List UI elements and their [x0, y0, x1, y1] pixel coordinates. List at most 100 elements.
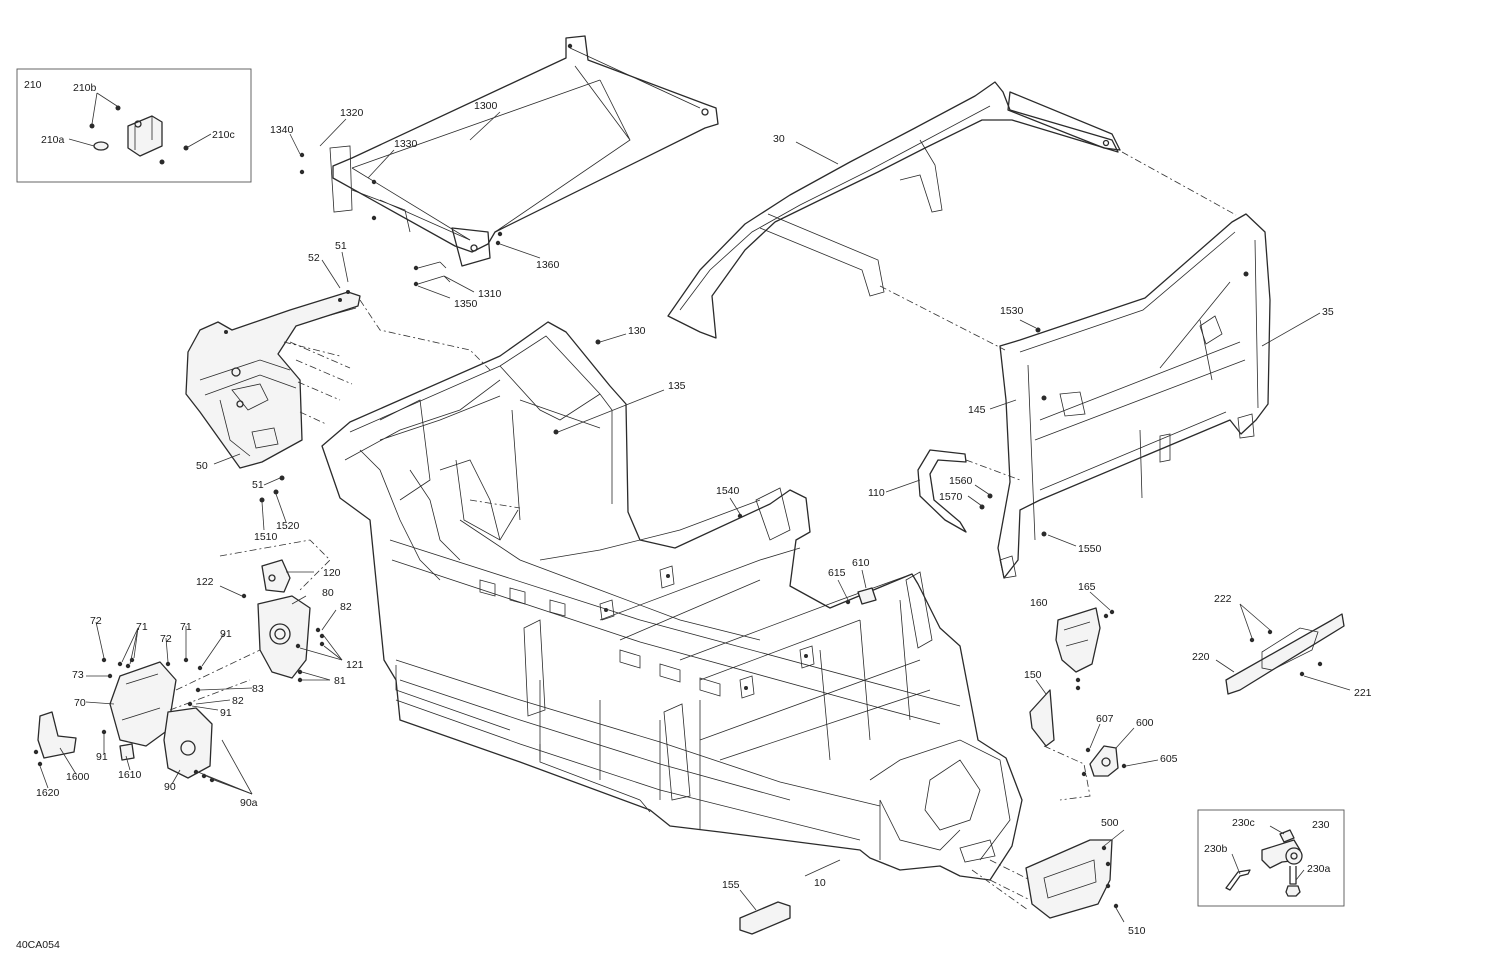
- callout-510: 510: [1128, 925, 1146, 937]
- callout-230c: 230c: [1232, 817, 1255, 829]
- callout-82-top: 82: [340, 601, 352, 613]
- callout-72-left: 72: [90, 615, 102, 627]
- callout-51-low: 51: [252, 479, 264, 491]
- part-70-bracket: [109, 661, 177, 747]
- callout-1300: 1300: [474, 100, 498, 112]
- callout-605: 605: [1160, 753, 1178, 765]
- callout-500: 500: [1101, 817, 1119, 829]
- callout-135: 135: [668, 380, 686, 392]
- callout-73: 73: [72, 669, 84, 681]
- part-210-bracket: [127, 115, 163, 157]
- part-500-skid-plate: [971, 829, 1125, 923]
- callout-52: 52: [308, 252, 320, 264]
- callout-1520: 1520: [276, 520, 300, 532]
- part-35-rear-rops: [989, 213, 1321, 579]
- part-1300-subframe: [289, 35, 719, 299]
- callout-615: 615: [828, 567, 846, 579]
- callout-30: 30: [773, 133, 785, 145]
- callout-35: 35: [1322, 306, 1334, 318]
- callout-150: 150: [1024, 669, 1042, 681]
- part-120-bracket: [261, 559, 291, 593]
- callout-230a: 230a: [1307, 863, 1331, 875]
- diagram-reference: 40CA054: [16, 939, 60, 951]
- front-left-brackets: [33, 539, 343, 795]
- callout-71-a: 71: [136, 621, 148, 633]
- callout-210b: 210b: [73, 82, 97, 94]
- callout-1540: 1540: [716, 485, 740, 497]
- callout-222: 222: [1214, 593, 1232, 605]
- callout-221: 221: [1354, 687, 1372, 699]
- callout-1310: 1310: [478, 288, 502, 300]
- part-220-hitch-bracket: [1215, 603, 1351, 695]
- callout-83: 83: [252, 683, 264, 695]
- callout-91-low: 91: [96, 751, 108, 763]
- callout-110: 110: [868, 487, 885, 499]
- callout-122: 122: [196, 576, 214, 588]
- callout-1550: 1550: [1078, 543, 1102, 555]
- callout-71-b: 71: [180, 621, 192, 633]
- inset-frame-210: [16, 68, 252, 183]
- callout-600: 600: [1136, 717, 1154, 729]
- part-155-shield: [739, 901, 791, 935]
- callout-90: 90: [164, 781, 176, 793]
- callout-50: 50: [196, 460, 208, 472]
- callout-70: 70: [74, 697, 86, 709]
- callout-1510: 1510: [254, 531, 278, 543]
- part-210a-nut: [93, 141, 109, 151]
- part-610-grommet: [857, 587, 877, 605]
- callout-1360: 1360: [536, 259, 560, 271]
- center-small-parts: [729, 497, 877, 605]
- callout-1600: 1600: [66, 771, 90, 783]
- callout-1320: 1320: [340, 107, 364, 119]
- callout-160: 160: [1030, 597, 1048, 609]
- callout-10: 10: [814, 877, 826, 889]
- callout-labels: 210 210b 210a 210c 1300 1320 1340 1330 1…: [16, 79, 1372, 951]
- callout-1350: 1350: [454, 298, 478, 310]
- callout-1570: 1570: [939, 491, 963, 503]
- part-1600-bracket: [37, 711, 77, 759]
- callout-51-top: 51: [335, 240, 347, 252]
- callout-72-right: 72: [160, 633, 172, 645]
- part-160-panel: [1055, 607, 1101, 673]
- callout-91-mid: 91: [220, 707, 232, 719]
- callout-1530: 1530: [1000, 305, 1024, 317]
- callout-210a: 210a: [41, 134, 65, 146]
- part-10-main-frame: [321, 321, 1023, 881]
- callout-121: 121: [346, 659, 364, 671]
- callout-81: 81: [334, 675, 346, 687]
- callout-230b: 230b: [1204, 843, 1228, 855]
- callout-220: 220: [1192, 651, 1210, 663]
- callout-1330: 1330: [394, 138, 418, 150]
- callout-165: 165: [1078, 581, 1096, 593]
- part-600-bracket: [1089, 745, 1119, 777]
- rear-side-parts: [1029, 591, 1159, 801]
- part-150-plate: [1029, 689, 1055, 747]
- callout-1620: 1620: [36, 787, 60, 799]
- inset-230: [1197, 809, 1345, 907]
- callout-82-low: 82: [232, 695, 244, 707]
- callout-230: 230: [1312, 819, 1330, 831]
- callout-1560: 1560: [949, 475, 973, 487]
- callout-155: 155: [722, 879, 740, 891]
- callout-1340: 1340: [270, 124, 294, 136]
- part-110-side-bar: [885, 449, 1021, 533]
- callout-210c: 210c: [212, 129, 235, 141]
- part-50-front-module: [185, 251, 491, 531]
- inset-frame-230: [1197, 809, 1345, 907]
- callout-91-top: 91: [220, 628, 232, 640]
- part-90-bracket: [163, 707, 213, 779]
- callout-90a: 90a: [240, 797, 258, 809]
- callout-1610: 1610: [118, 769, 142, 781]
- callout-120: 120: [323, 567, 341, 579]
- part-1610-bracket: [119, 743, 135, 761]
- callout-610: 610: [852, 557, 870, 569]
- callout-607: 607: [1096, 713, 1114, 725]
- callout-80: 80: [322, 587, 334, 599]
- callout-130: 130: [628, 325, 646, 337]
- part-30-roll-cage: [667, 81, 1237, 351]
- callout-145: 145: [968, 404, 986, 416]
- inset-210: [16, 68, 252, 183]
- callout-210: 210: [24, 79, 42, 91]
